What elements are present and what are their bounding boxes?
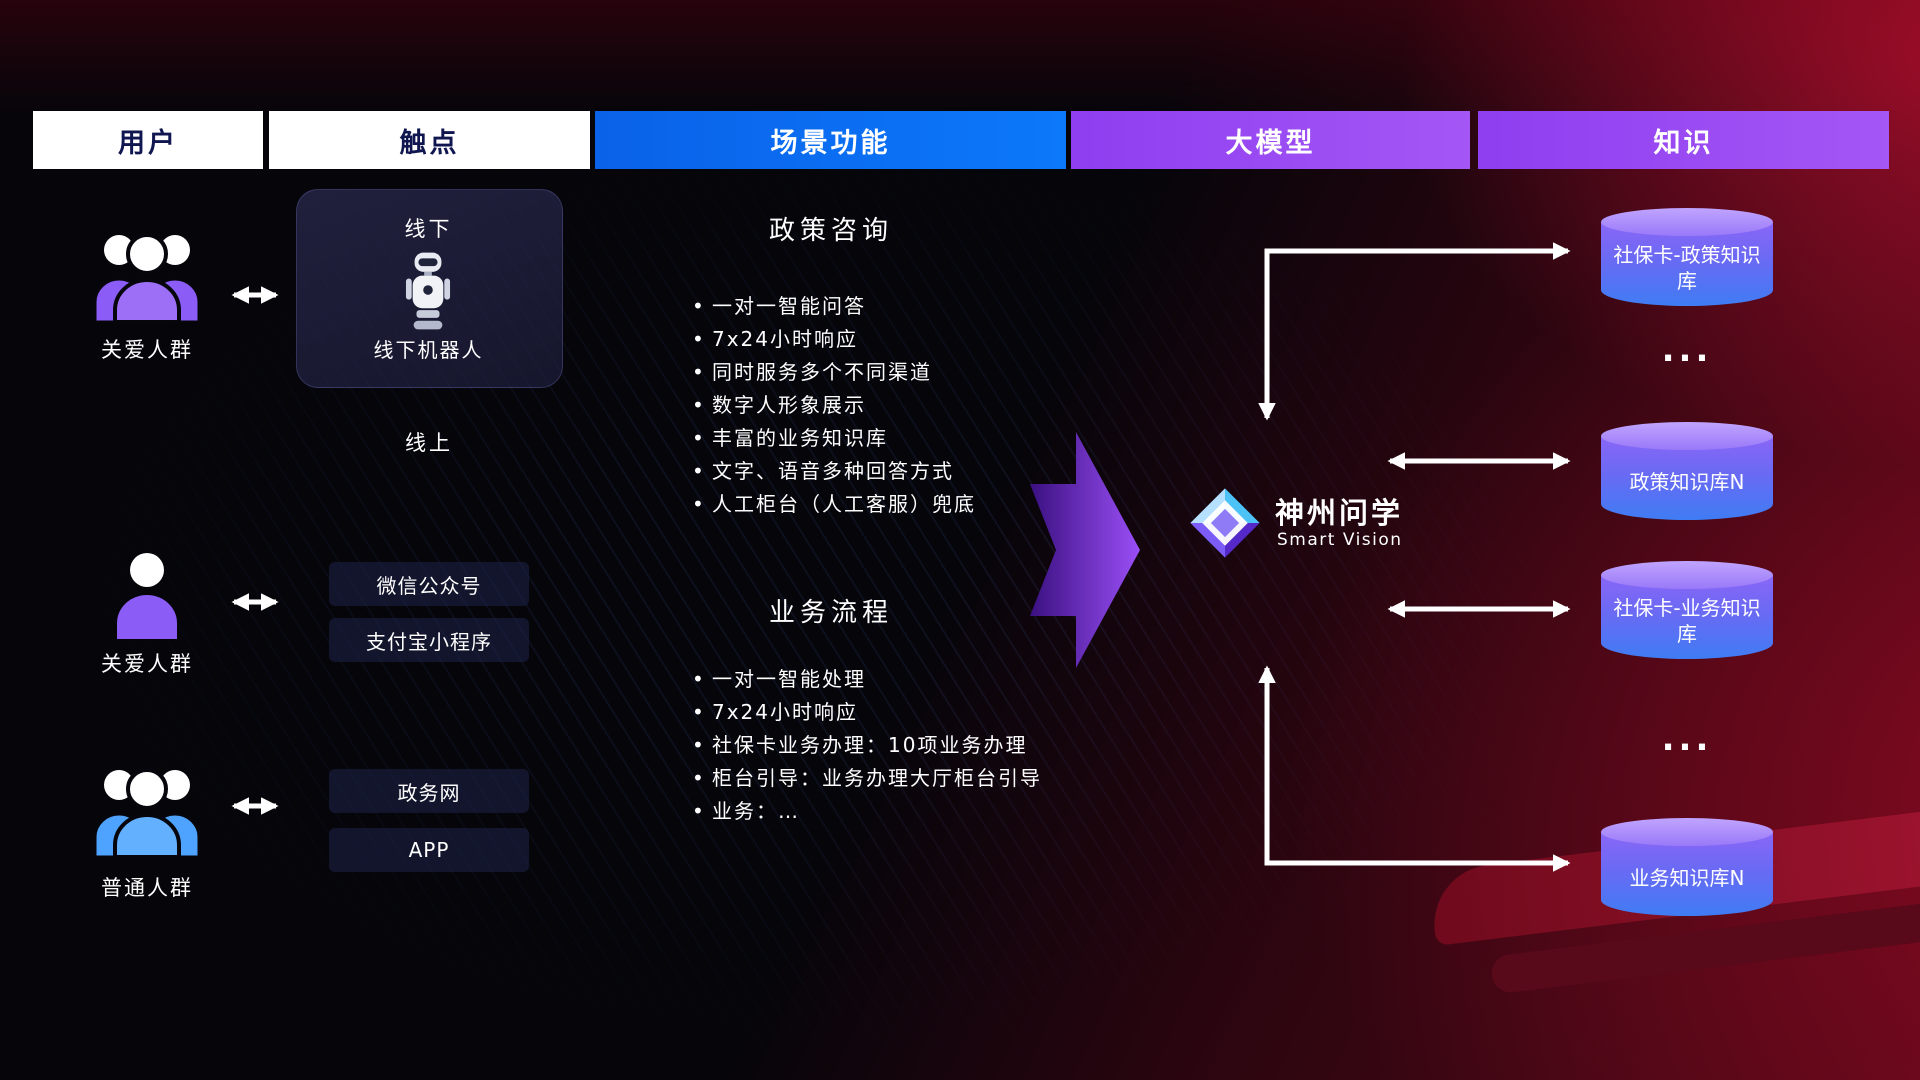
cylinder-body [1601, 436, 1773, 520]
list-item: 业务：… [690, 795, 1170, 828]
cylinder-top [1601, 422, 1773, 450]
cylinder-body [1601, 575, 1773, 659]
list-item: 社保卡业务办理：10项业务办理 [690, 729, 1170, 762]
column-header-knowledge: 知识 [1478, 111, 1889, 169]
list-item: 7x24小时响应 [690, 696, 1170, 729]
list-item: 同时服务多个不同渠道 [690, 356, 1170, 389]
arrow-model-kb1-elbow [1258, 242, 1571, 421]
single-person-purple-icon [117, 553, 177, 639]
robot-icon [405, 252, 451, 330]
knowledge-base-label: 社保卡-业务知识库 [1613, 596, 1761, 646]
column-header-scenarios: 场景功能 [595, 111, 1066, 169]
scenario-title-policy: 政策咨询 [768, 216, 893, 246]
list-item: 丰富的业务知识库 [690, 422, 1170, 455]
scenario-policy-list: 一对一智能问答 7x24小时响应 同时服务多个不同渠道 数字人形象展示 丰富的业… [690, 290, 1170, 521]
cylinder-top [1601, 208, 1773, 236]
channel-wechat: 微信公众号 [329, 562, 529, 606]
knowledge-base-cylinder: 社保卡-业务知识库 [1601, 561, 1773, 659]
column-header-users-label: 用户 [118, 127, 178, 159]
channel-gov-web-label: 政务网 [397, 780, 461, 805]
knowledge-base-cylinder: 政策知识库N [1601, 422, 1773, 520]
column-header-knowledge-label: 知识 [1653, 127, 1714, 159]
user-single-label: 关爱人群 [101, 652, 193, 676]
offline-device-label: 线下机器人 [373, 338, 484, 362]
column-header-touchpoints-label: 触点 [399, 127, 460, 159]
knowledge-base-label: 政策知识库N [1629, 470, 1745, 494]
offline-title: 线下 [404, 217, 453, 241]
column-header-model: 大模型 [1071, 111, 1470, 169]
diamond-logo-icon [1190, 488, 1260, 558]
channel-alipay-label: 支付宝小程序 [366, 629, 492, 654]
knowledge-base-label: 社保卡-政策知识库 [1613, 243, 1761, 293]
cylinder-top [1601, 561, 1773, 589]
channel-wechat-label: 微信公众号 [376, 573, 482, 598]
flow-arrow-right-icon [1030, 432, 1140, 668]
cylinder-body [1601, 222, 1773, 306]
channel-gov-web: 政务网 [329, 769, 529, 813]
list-item: 一对一智能处理 [690, 663, 1170, 696]
model-subtitle: Smart Vision [1277, 530, 1403, 550]
column-header-users: 用户 [33, 111, 263, 169]
online-title: 线上 [405, 431, 453, 455]
channel-alipay: 支付宝小程序 [329, 618, 529, 662]
model-name: 神州问学 [1275, 496, 1404, 530]
knowledge-base-label: 业务知识库N [1629, 866, 1745, 890]
column-header-model-label: 大模型 [1225, 127, 1316, 159]
list-item: 文字、语音多种回答方式 [690, 455, 1170, 488]
list-item: 人工柜台（人工客服）兜底 [690, 488, 1170, 521]
cylinder-top [1601, 818, 1773, 846]
group-people-blue-icon [93, 768, 201, 857]
ellipsis-more-kb: ... [1661, 719, 1713, 759]
knowledge-base-cylinder: 社保卡-政策知识库 [1601, 208, 1773, 306]
channel-app: APP [329, 828, 529, 872]
list-item: 数字人形象展示 [690, 389, 1170, 422]
column-header-scenarios-label: 场景功能 [770, 127, 891, 159]
list-item: 柜台引导：业务办理大厅柜台引导 [690, 762, 1170, 795]
column-header-touchpoints: 触点 [269, 111, 590, 169]
cylinder-body [1601, 832, 1773, 916]
group-people-purple-icon [93, 233, 201, 322]
scenario-business-list: 一对一智能处理 7x24小时响应 社保卡业务办理：10项业务办理 柜台引导：业务… [690, 663, 1170, 828]
channel-app-label: APP [408, 838, 450, 862]
user-normal-label: 普通人群 [101, 876, 193, 900]
list-item: 7x24小时响应 [690, 323, 1170, 356]
list-item: 一对一智能问答 [690, 290, 1170, 323]
user-group-label: 关爱人群 [101, 338, 193, 362]
ellipsis-more-kb: ... [1661, 330, 1713, 370]
knowledge-base-cylinder: 业务知识库N [1601, 818, 1773, 916]
arrow-model-kb4-elbow [1258, 665, 1571, 872]
scenario-title-business: 业务流程 [768, 598, 893, 628]
